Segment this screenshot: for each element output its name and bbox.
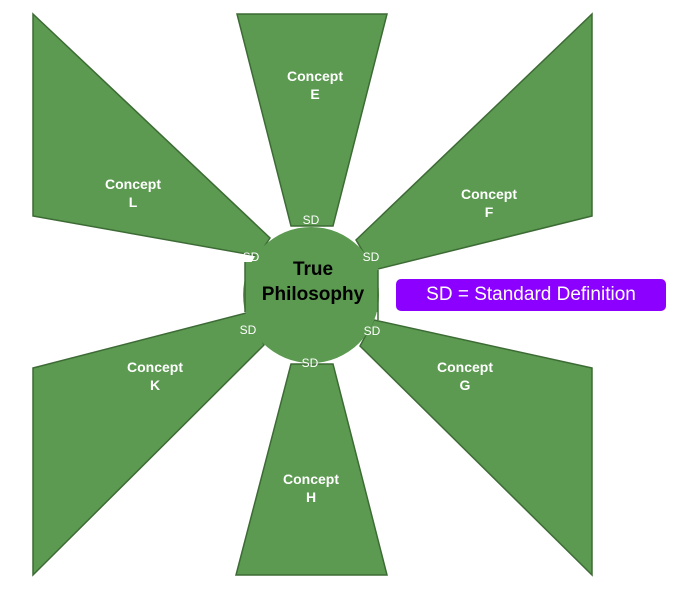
sd-label-h: SD [301,356,319,370]
concept-letter: E [310,86,320,102]
concept-word: Concept [283,471,339,487]
sd-label-g: SD [363,324,381,338]
concept-letter: G [459,377,471,393]
sd-label-f: SD [362,250,380,264]
spoke-k [32,311,265,577]
center-circle [243,227,379,363]
concept-word: Concept [105,176,161,192]
center-title-line2: Philosophy [261,284,365,305]
spoke-h [235,363,388,576]
concept-letter: F [484,204,494,220]
center-title-line1: True [292,259,334,280]
legend-box: SD = Standard Definition [396,279,666,311]
concept-word: Concept [437,359,493,375]
concept-word: Concept [461,186,517,202]
sd-label-e: SD [302,213,320,227]
concept-letter: K [149,377,161,393]
concept-word: Concept [287,68,343,84]
center-title: True Philosophy [262,257,364,307]
spoke-g [359,319,593,577]
sd-label-k: SD [239,323,257,337]
spoke-e [236,13,388,227]
sd-label-l: SD [242,250,260,264]
spoke-l [32,12,271,257]
concept-word: Concept [127,359,183,375]
concept-letter: L [128,194,138,210]
concept-letter: H [305,489,317,505]
spoke-f [355,12,593,271]
